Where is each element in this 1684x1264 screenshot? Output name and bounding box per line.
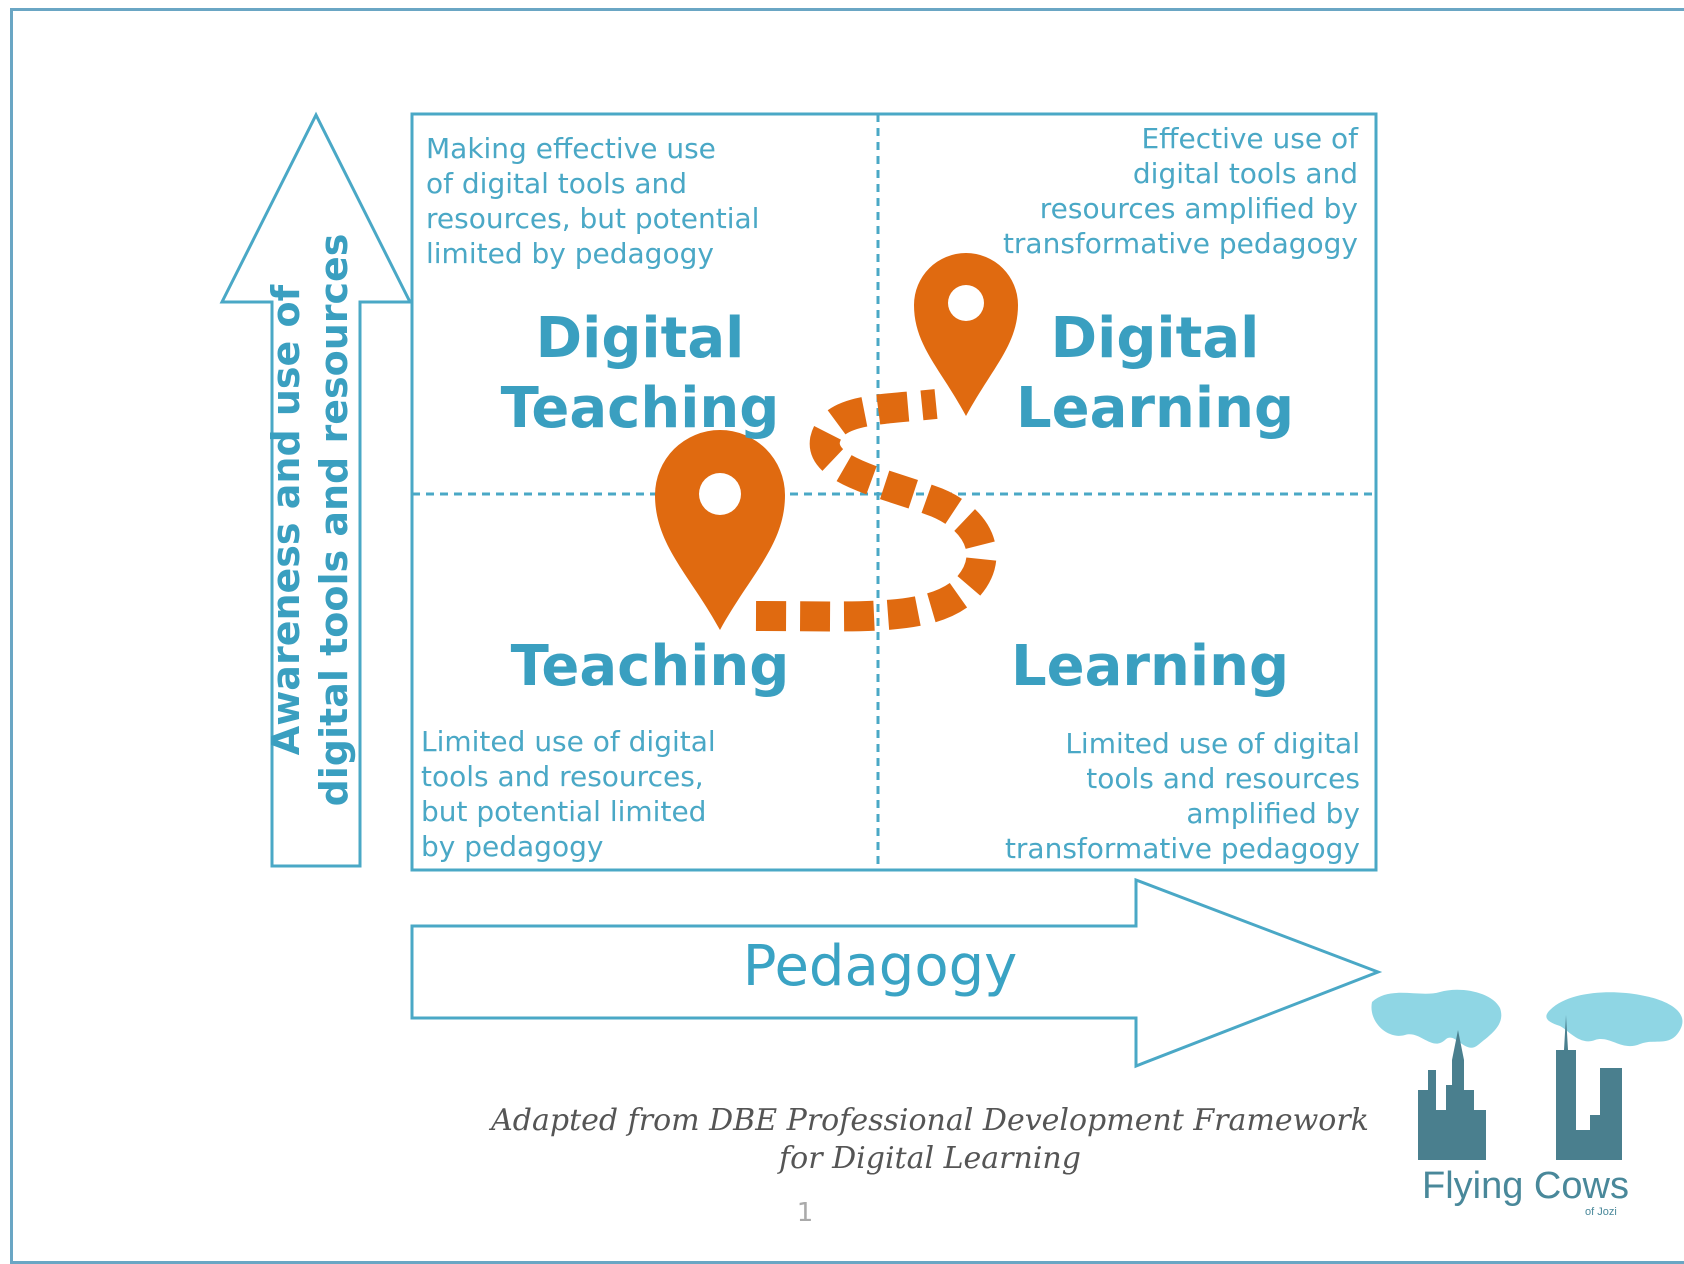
bottom-left-description: Limited use of digital tools and resourc…: [421, 725, 716, 863]
up-arrow-icon: [219, 111, 413, 868]
digital-learning-title: Digital Learning: [1015, 306, 1295, 441]
bottom-right-description: Limited use of digital tools and resourc…: [1004, 727, 1360, 865]
brand-name: Flying Cows: [1422, 1165, 1629, 1207]
flying-cows-logo: [1371, 989, 1683, 1160]
brand-subtitle: of Jozi: [1585, 1206, 1617, 1218]
page-number: 1: [796, 1198, 814, 1228]
top-left-description: Making effective use of digital tools an…: [426, 132, 760, 270]
source-caption: Adapted from DBE Professional Developmen…: [491, 1103, 1369, 1176]
learning-title: Learning: [1010, 634, 1290, 699]
quadrant-box: [410, 112, 1378, 872]
y-axis-label: Awareness and use of digital tools and r…: [264, 233, 356, 807]
digital-teaching-title: Digital Teaching: [500, 306, 780, 441]
location-pin-icon: [914, 253, 1018, 416]
x-axis-label: Pedagogy: [742, 934, 1018, 999]
location-pin-icon: [655, 430, 785, 630]
right-arrow-icon: [410, 877, 1383, 1069]
slide-frame: [10, 8, 1684, 1264]
teaching-title: Teaching: [510, 634, 790, 699]
top-right-description: Effective use of digital tools and resou…: [1002, 122, 1358, 260]
path-route: [755, 389, 997, 632]
